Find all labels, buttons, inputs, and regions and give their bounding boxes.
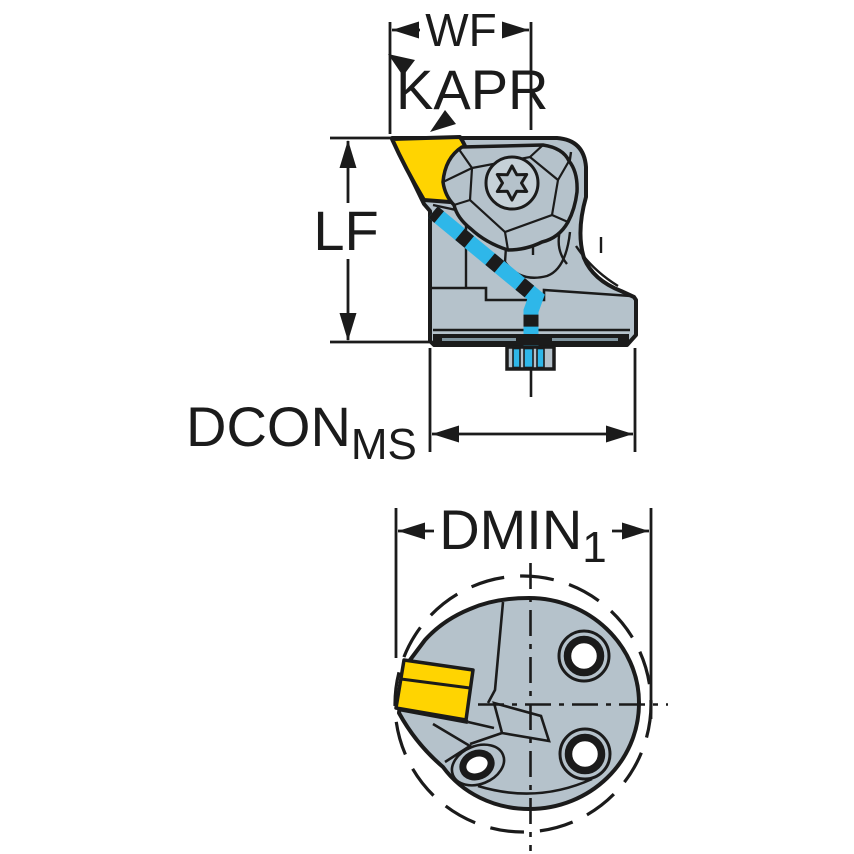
centerlines: [478, 563, 668, 851]
coolant-channel: [428, 206, 545, 347]
dimension-label-dmin: DMIN1: [423, 502, 623, 570]
dimension-label-dcon: DCONMS: [186, 395, 417, 469]
lf-arrow-down: [339, 313, 357, 341]
coolant-hole-angled: [459, 749, 495, 781]
dimension-label-wf: WF: [391, 7, 531, 53]
front-view: [393, 508, 668, 851]
dcon-arrow-right: [606, 425, 633, 443]
torx-socket-icon: [495, 164, 529, 202]
kapr-arrow-upper: [388, 54, 415, 76]
dimension-label-lf: LF: [303, 203, 389, 259]
clamp-facet-lines: [442, 144, 570, 251]
coolant-hole-upper: [563, 635, 605, 677]
wf-arrow-left: [392, 21, 419, 39]
side-view: [330, 21, 638, 452]
dim-lf: [330, 136, 432, 344]
kapr-arrow-lower: [430, 110, 456, 132]
dmin-arrow-right: [622, 522, 649, 540]
dmin-arrow-left: [398, 522, 425, 540]
coolant-holes: [459, 629, 612, 781]
bottom-band: [433, 334, 629, 345]
cutting-insert-front: [394, 658, 475, 722]
dim-kapr-arrows: [388, 54, 456, 132]
torx-screw: [484, 155, 540, 211]
lf-arrow-up: [339, 140, 357, 168]
coolant-hole-lower: [564, 733, 606, 775]
dim-dcon: [428, 348, 637, 452]
dimension-label-kapr: KAPR: [396, 58, 549, 121]
wf-arrow-right: [502, 21, 529, 39]
dcon-arrow-left: [432, 425, 459, 443]
coolant-connector: [505, 345, 556, 397]
